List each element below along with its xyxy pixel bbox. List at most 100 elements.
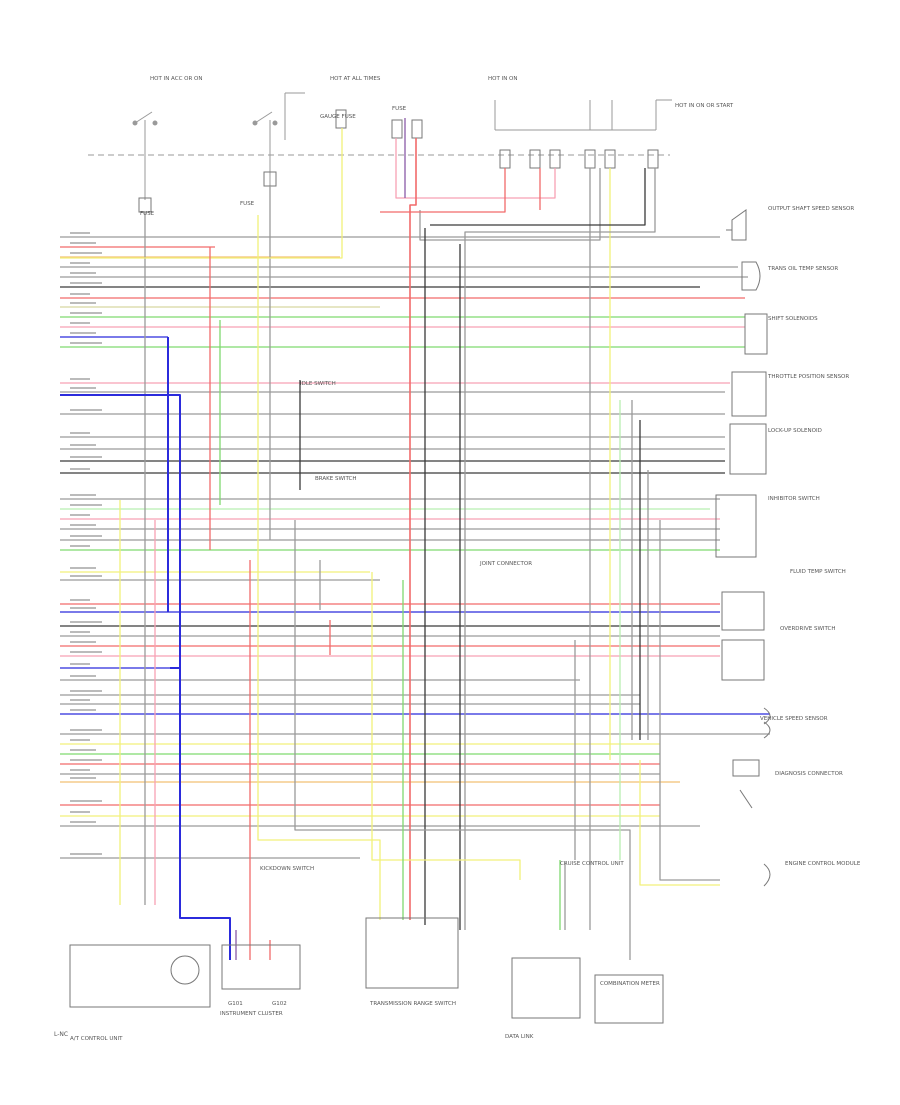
component-label: FUSE	[140, 211, 155, 217]
component-label: OUTPUT SHAFT SPEED SENSOR	[768, 206, 854, 212]
pin-label-stub	[70, 853, 102, 855]
component-label: G101	[228, 1001, 243, 1007]
component-label: DIAGNOSIS CONNECTOR	[775, 771, 843, 777]
pin-label-stub	[70, 575, 102, 577]
pin-label-stub	[70, 232, 90, 234]
pin-label-stub	[70, 322, 90, 324]
pin-label-stub	[70, 409, 102, 411]
pin-label-stub	[70, 293, 90, 295]
pin-label-stub	[70, 675, 96, 677]
feed-wire-5	[395, 138, 556, 199]
pin-label-stub	[70, 504, 102, 506]
pin-label-stub	[70, 272, 96, 274]
vertical-wire-yellow-2	[371, 572, 521, 880]
feed-wire-7	[419, 168, 601, 241]
pin-label-stub	[70, 312, 102, 314]
component-label: BRAKE SWITCH	[315, 476, 357, 482]
pin-label-stub	[70, 378, 90, 380]
component-label: ENGINE CONTROL MODULE	[785, 861, 861, 867]
component-label: LOCK-UP SOLENOID	[768, 428, 822, 434]
feed-wire-6	[409, 138, 417, 920]
component-label: KICKDOWN SWITCH	[260, 866, 314, 872]
component-labels: HOT IN ACC OR ON HOT AT ALL TIMES HOT IN O…	[70, 76, 861, 1042]
pin-label-stub	[70, 641, 96, 643]
signal-wire-blue-1	[60, 394, 231, 960]
component-label: THROTTLE POSITION SENSOR	[767, 374, 849, 380]
pin-label-stub	[70, 242, 96, 244]
pin-label-stub	[70, 282, 102, 284]
pin-label-stub	[70, 444, 96, 446]
component-label: FUSE	[240, 201, 255, 207]
pin-label-stub	[70, 342, 102, 344]
component-label: TRANS OIL TEMP SENSOR	[767, 266, 838, 272]
component-label: DATA LINK	[505, 1034, 534, 1040]
pin-label-stub	[70, 432, 90, 434]
pin-label-stub	[70, 800, 102, 802]
pin-label-stub	[70, 769, 90, 771]
pin-label-stub	[70, 468, 90, 470]
pin-label-stub	[70, 607, 96, 609]
component-label: A/T CONTROL UNIT	[70, 1036, 123, 1042]
signal-wire-blue-3	[170, 667, 181, 714]
pin-label-stub	[70, 749, 96, 751]
pin-label-stub	[70, 729, 102, 731]
control-unit-pin-labels	[70, 232, 102, 855]
pin-label-stub	[70, 821, 96, 823]
component-label: JOINT CONNECTOR	[479, 561, 532, 567]
pin-label-stub	[70, 302, 96, 304]
feed-wire-4	[60, 128, 343, 259]
pin-label-stub	[70, 777, 96, 779]
component-label: HOT AT ALL TIMES	[330, 76, 381, 82]
diagram-ref-code: L-NC	[54, 1031, 68, 1038]
pin-label-stub	[70, 332, 96, 334]
pin-label-stub	[70, 514, 90, 516]
wire-harness	[60, 118, 770, 960]
pin-label-stub	[70, 494, 96, 496]
pin-label-stub	[70, 599, 90, 601]
component-label: GAUGE FUSE	[320, 114, 356, 120]
pin-label-stub	[70, 456, 102, 458]
component-label: HOT IN ON OR START	[675, 103, 734, 109]
vertical-wire-yellow-3	[639, 760, 720, 886]
pin-label-stub	[70, 631, 90, 633]
vertical-wire-gray	[294, 520, 631, 960]
power-supply-section	[88, 92, 672, 213]
pin-label-stub	[70, 252, 102, 254]
feed-wire-15	[430, 168, 646, 226]
component-label: G102	[272, 1001, 287, 1007]
pin-label-stub	[70, 651, 102, 653]
pin-label-stub	[70, 690, 102, 692]
vertical-wire-gray-6	[659, 520, 720, 881]
feed-wire-14	[464, 168, 656, 930]
pin-label-stub	[70, 759, 102, 761]
component-label: HOT IN ON	[488, 76, 518, 82]
pin-label-stub	[70, 621, 102, 623]
pin-label-stub	[70, 663, 90, 665]
component-label: OVERDRIVE SWITCH	[780, 626, 836, 632]
pin-label-stub	[70, 709, 96, 711]
pin-label-stub	[70, 699, 90, 701]
component-label: COMBINATION METER	[600, 981, 660, 987]
pin-label-stub	[70, 545, 90, 547]
right-side-components	[69, 209, 771, 1024]
component-label: HOT IN ACC OR ON	[150, 76, 203, 82]
pin-label-stub	[70, 535, 102, 537]
pin-label-stub	[70, 739, 90, 741]
component-label: VEHICLE SPEED SENSOR	[760, 716, 828, 722]
pin-label-stub	[70, 387, 96, 389]
feed-wire-10	[380, 168, 506, 213]
pin-label-stub	[70, 262, 90, 264]
component-label: CRUISE CONTROL UNIT	[560, 861, 624, 867]
pin-label-stub	[70, 811, 90, 813]
component-label: SHIFT SOLENOIDS	[768, 316, 818, 322]
component-label: FUSE	[392, 106, 407, 112]
pin-label-stub	[70, 524, 96, 526]
component-label: TRANSMISSION RANGE SWITCH	[369, 1001, 456, 1007]
pin-label-stub	[70, 567, 96, 569]
component-label: IDLE SWITCH	[300, 381, 336, 387]
component-label: FLUID TEMP SWITCH	[790, 569, 846, 575]
component-label: INSTRUMENT CLUSTER	[220, 1011, 283, 1017]
feed-wire-3	[257, 215, 381, 920]
